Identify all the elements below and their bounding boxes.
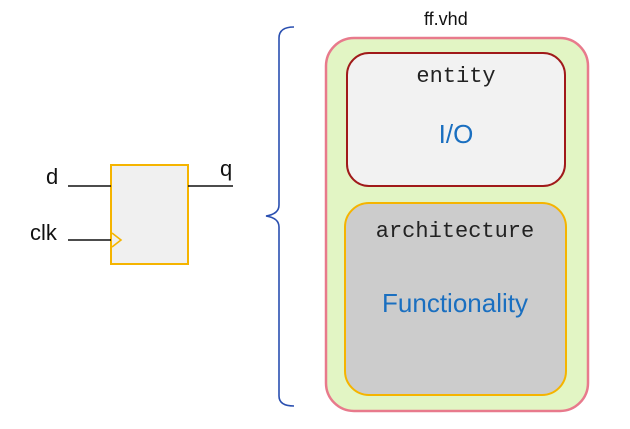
clock-triangle <box>111 232 123 248</box>
input-label-d: d <box>46 164 59 189</box>
architecture-keyword: architecture <box>375 219 535 244</box>
output-label-q: q <box>220 156 233 181</box>
entity-keyword: entity <box>416 64 496 89</box>
entity-description: I/O <box>438 119 474 149</box>
architecture-block <box>344 202 567 396</box>
input-label-clk: clk <box>30 220 57 245</box>
file-name-label: ff.vhd <box>424 9 468 29</box>
curly-brace <box>265 26 295 407</box>
architecture-description: Functionality <box>382 288 528 318</box>
entity-block <box>346 52 566 187</box>
flipflop-box <box>110 164 189 265</box>
